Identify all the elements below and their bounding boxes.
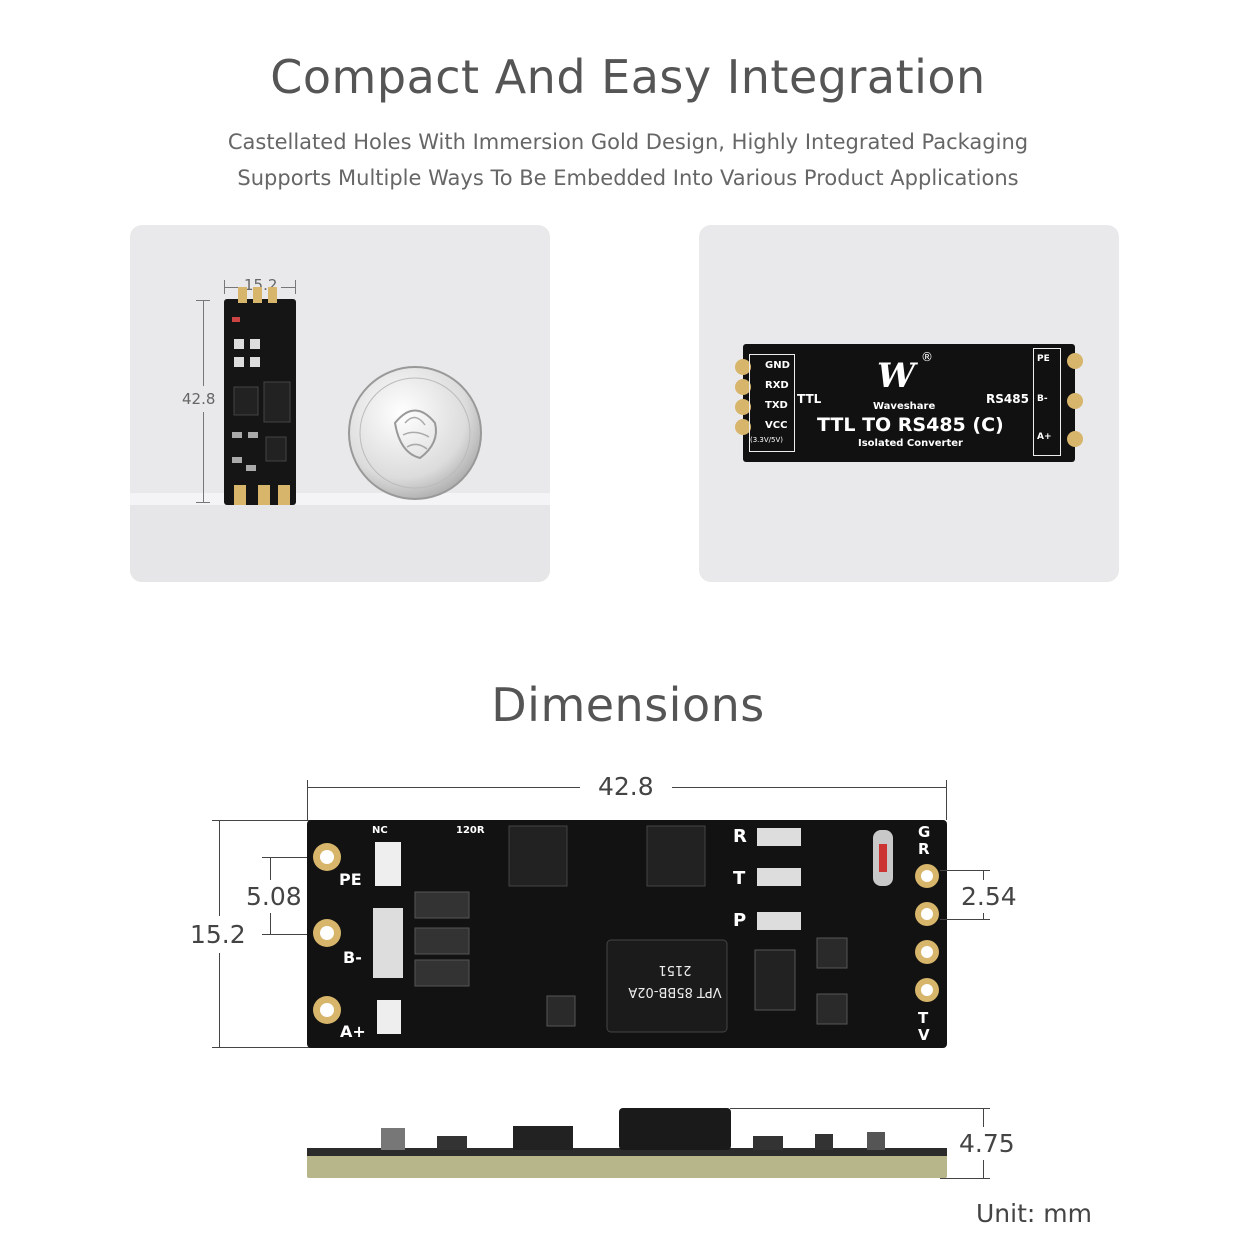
board-label-b: B- bbox=[343, 948, 362, 967]
pin-b: B- bbox=[1037, 394, 1048, 404]
length-label: 42.8 bbox=[580, 772, 672, 801]
module-side-view bbox=[307, 1108, 947, 1178]
pin-pe: PE bbox=[1037, 354, 1050, 364]
board-label-t: T bbox=[733, 868, 746, 889]
module-label-panel: GND RXD TXD VCC (3.3V/5V) TTL W ® Wavesh… bbox=[699, 225, 1119, 582]
module-top-view: GND RXD TXD VCC (3.3V/5V) TTL W ® Wavesh… bbox=[735, 344, 1083, 462]
board-label-gr: G R bbox=[918, 823, 931, 858]
page-subtitle-line2: Supports Multiple Ways To Be Embedded In… bbox=[237, 166, 1019, 190]
ttl-label: TTL bbox=[797, 392, 822, 406]
coin-icon bbox=[348, 366, 482, 500]
height-dim-label: 4.75 bbox=[959, 1127, 1015, 1160]
brand-name: Waveshare bbox=[873, 401, 936, 412]
pin-a: A+ bbox=[1037, 432, 1052, 442]
board-label-chip: VPT 85BB-02A 2151 bbox=[628, 962, 722, 999]
page-title: Compact And Easy Integration bbox=[270, 50, 986, 104]
size-comparison-panel: 15.2 42.8 bbox=[130, 225, 550, 582]
pitch-left-label: 5.08 bbox=[246, 880, 302, 913]
product-desc: Isolated Converter bbox=[858, 438, 963, 449]
module-vertical-photo bbox=[224, 287, 296, 505]
board-label-r: R bbox=[733, 826, 747, 847]
registered-mark: ® bbox=[921, 350, 933, 364]
board-label-a: A+ bbox=[340, 1022, 366, 1041]
height-label: 42.8 bbox=[182, 386, 216, 412]
unit-label: Unit: mm bbox=[976, 1199, 1092, 1228]
rs485-label: RS485 bbox=[986, 392, 1029, 406]
module-dimension-top-view bbox=[307, 820, 947, 1048]
board-label-pe: PE bbox=[339, 870, 362, 889]
shelf-edge bbox=[130, 493, 550, 505]
vcc-note: (3.3V/5V) bbox=[750, 436, 783, 444]
product-name: TTL TO RS485 (C) bbox=[817, 414, 1004, 436]
board-label-120r: 120R bbox=[456, 825, 485, 836]
page-subtitle-line1: Castellated Holes With Immersion Gold De… bbox=[227, 130, 1029, 154]
pin-rxd: RXD bbox=[765, 380, 789, 391]
waveshare-logo-icon: W bbox=[877, 356, 916, 396]
pin-vcc: VCC bbox=[765, 420, 788, 431]
width-dim-label: 15.2 bbox=[190, 916, 246, 953]
pin-gnd: GND bbox=[765, 360, 790, 371]
board-label-nc: NC bbox=[372, 825, 388, 836]
pitch-right-label: 2.54 bbox=[961, 880, 1017, 913]
board-label-p: P bbox=[733, 910, 747, 931]
dimensions-title: Dimensions bbox=[491, 678, 765, 732]
pin-txd: TXD bbox=[765, 400, 788, 411]
board-label-tv: T V bbox=[918, 1009, 930, 1044]
